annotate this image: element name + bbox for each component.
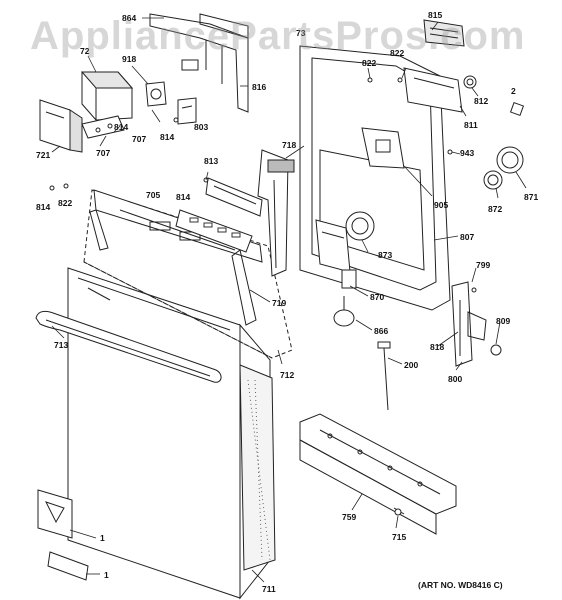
callout-814d: 814 <box>176 192 190 202</box>
callout-905: 905 <box>434 200 448 210</box>
kickplate <box>299 413 457 535</box>
callout-813: 813 <box>204 156 218 166</box>
screws <box>49 77 477 293</box>
callout-822a: 822 <box>362 58 376 68</box>
callout-822b: 822 <box>390 48 404 58</box>
callout-73: 73 <box>296 28 306 38</box>
callout-803: 803 <box>194 122 208 132</box>
top-bracket-rail <box>149 13 249 113</box>
callout-719: 719 <box>272 298 286 308</box>
door-handle <box>35 310 222 383</box>
callout-1b: 1 <box>104 570 109 580</box>
callout-72: 72 <box>80 46 90 56</box>
callout-872: 872 <box>488 204 502 214</box>
callout-712: 712 <box>280 370 294 380</box>
vent-latch-assembly <box>361 19 465 169</box>
door-switch <box>333 269 357 327</box>
callout-2: 2 <box>511 86 516 96</box>
callout-707b: 707 <box>96 148 110 158</box>
callout-814b: 814 <box>160 132 174 142</box>
callout-759: 759 <box>342 512 356 522</box>
callout-809: 809 <box>496 316 510 326</box>
door-hinge <box>451 281 502 367</box>
callout-822c: 822 <box>58 198 72 208</box>
leader-lines <box>51 17 527 583</box>
callout-811: 811 <box>464 120 478 130</box>
callout-918: 918 <box>122 54 136 64</box>
callout-814a: 814 <box>114 122 128 132</box>
callout-200: 200 <box>404 360 418 370</box>
callout-715: 715 <box>392 532 406 542</box>
callout-812: 812 <box>474 96 488 106</box>
callout-718: 718 <box>282 140 296 150</box>
door-cable <box>377 341 391 411</box>
callout-807: 807 <box>460 232 474 242</box>
callout-816: 816 <box>252 82 266 92</box>
control-board <box>175 177 263 253</box>
callout-800: 800 <box>448 374 462 384</box>
callout-871: 871 <box>524 192 538 202</box>
callout-873: 873 <box>378 250 392 260</box>
art-number: (ART NO. WD8416 C) <box>418 580 503 590</box>
control-assembly-outline <box>83 189 293 359</box>
callout-870: 870 <box>370 292 384 302</box>
callout-815: 815 <box>428 10 442 20</box>
callout-799: 799 <box>476 260 490 270</box>
callout-943: 943 <box>460 148 474 158</box>
callout-864: 864 <box>122 13 136 23</box>
inner-door-liner <box>299 45 451 311</box>
gaskets-and-knobs <box>463 75 525 190</box>
callout-818: 818 <box>430 342 444 352</box>
callout-711: 711 <box>262 584 276 594</box>
callout-814c: 814 <box>36 202 50 212</box>
vent-duct <box>257 149 295 277</box>
callout-labels: 864 72 918 815 822 822 812 2 721 814 707… <box>36 10 538 594</box>
callout-866: 866 <box>374 326 388 336</box>
dispenser-parts <box>39 71 197 153</box>
callout-705: 705 <box>146 190 160 200</box>
callout-721: 721 <box>36 150 50 160</box>
callout-1a: 1 <box>100 533 105 543</box>
watermark-text: AppliancePartsPros.com <box>30 14 526 58</box>
warning-labels <box>37 489 89 581</box>
outer-door-panel <box>67 267 276 600</box>
callout-707a: 707 <box>132 134 146 144</box>
callout-713: 713 <box>54 340 68 350</box>
